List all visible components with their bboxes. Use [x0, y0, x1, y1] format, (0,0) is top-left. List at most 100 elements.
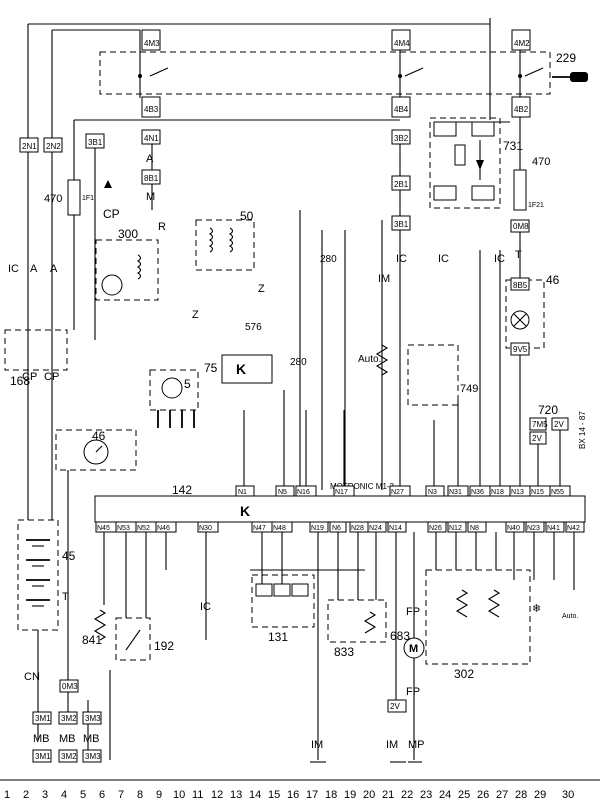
fuse-1F1: 1F1	[82, 195, 94, 202]
component-683: 683	[390, 629, 410, 643]
label-Z-1: Z	[192, 309, 199, 321]
pin-N41: N41	[547, 525, 560, 532]
component-731: 731	[503, 139, 523, 153]
label-CP-left: CP	[22, 371, 37, 383]
pin-N23: N23	[527, 525, 540, 532]
pin-N26: N26	[429, 525, 442, 532]
conn-4M3: 4M3	[144, 39, 160, 48]
pin-N1: N1	[238, 489, 247, 496]
scale-15: 15	[268, 789, 280, 801]
scale-1: 1	[4, 789, 10, 801]
label-576: 280	[320, 254, 337, 265]
pin-N46: N46	[157, 525, 170, 532]
pin-N14: N14	[389, 525, 402, 532]
component-720: 720	[538, 403, 558, 417]
component-142: 142	[172, 483, 192, 497]
pin-N13: N13	[511, 489, 524, 496]
component-302: 302	[454, 667, 474, 681]
ground-MB-1: MB	[33, 733, 50, 745]
fuse-label-470: 470	[532, 156, 550, 168]
label-334: 280	[290, 357, 307, 368]
scale-2: 2	[23, 789, 29, 801]
ground-MP: MP	[408, 739, 425, 751]
label-280: Auto.	[358, 354, 381, 365]
key-icon	[552, 72, 588, 82]
conn-3B1: 3B1	[88, 138, 103, 147]
scale-7: 7	[118, 789, 124, 801]
scale-23: 23	[420, 789, 432, 801]
component-131: 131	[268, 630, 288, 644]
label-auto: Auto.	[562, 613, 578, 620]
top-connectors: 4M3 4M4 4M2 4B3 4B4 4B2 4N1 3B2 3B1 8B1 …	[19, 29, 531, 231]
label-CN: CN	[24, 671, 40, 683]
conn-4B2: 4B2	[514, 105, 529, 114]
scale-6: 6	[99, 789, 105, 801]
bottom-grounds: 0M3 3M1 3M2 3M3 MB MB MB 3M1 3M2 3M3 2V …	[32, 670, 425, 763]
scale-28: 28	[515, 789, 527, 801]
scale-24: 24	[439, 789, 451, 801]
pin-N30: N30	[199, 525, 212, 532]
pin-N40: N40	[507, 525, 520, 532]
pin-N5: N5	[278, 489, 287, 496]
pin-N47: N47	[253, 525, 266, 532]
label-T-r: T	[515, 249, 522, 261]
ecu-letter: K	[240, 503, 250, 519]
pin-N3: N3	[428, 489, 437, 496]
conn-8B1: 8B1	[144, 174, 159, 183]
scale-16: 16	[287, 789, 299, 801]
label-M: M	[146, 191, 155, 203]
conn-0M3: 0M3	[62, 682, 78, 691]
scale-18: 18	[325, 789, 337, 801]
module-75-letter: K	[236, 361, 246, 377]
fuse-label-470-left: 470	[44, 193, 62, 205]
injectors-block: 749 280 280 Auto.	[290, 210, 478, 490]
label-A-1: A	[30, 263, 38, 275]
scale-14: 14	[249, 789, 261, 801]
conn-3M2: 3M2	[61, 714, 77, 723]
pin-N45: N45	[97, 525, 110, 532]
scale-26: 26	[477, 789, 489, 801]
scale-4: 4	[61, 789, 67, 801]
ignition-switch-229: 229	[99, 30, 588, 98]
scale-30: 30	[562, 789, 574, 801]
conn-4B4: 4B4	[394, 105, 409, 114]
scale-8: 8	[137, 789, 143, 801]
scale-10: 10	[173, 789, 185, 801]
scale-3: 3	[42, 789, 48, 801]
label-A-3: A	[146, 153, 154, 165]
ground-3M1: 3M1	[35, 752, 51, 761]
pin-N27: N27	[391, 489, 404, 496]
fuse-470-right: 470 1F21 0M8	[510, 156, 550, 233]
label-IC-mid: IC	[396, 253, 407, 265]
scale-17: 17	[306, 789, 318, 801]
pin-N18: N18	[491, 489, 504, 496]
distributor-5: 5	[149, 369, 199, 428]
pin-N12: N12	[449, 525, 462, 532]
scale-27: 27	[496, 789, 508, 801]
component-841: 841	[82, 633, 102, 647]
component-302-group: 302 ❄ Auto.	[425, 532, 578, 681]
battery-45: 45 CN CP CP	[17, 330, 76, 740]
conn-3M3: 3M3	[85, 714, 101, 723]
component-168: 168	[10, 374, 30, 388]
pin-N16: N16	[297, 489, 310, 496]
conn-7M5: 2V	[390, 702, 400, 711]
ecu-top-pins: N1 N5 N16 N17 N27 N3 N31 N36 N18 N13 N15…	[235, 485, 571, 497]
pin-N36: N36	[471, 489, 484, 496]
pin-N42: N42	[567, 525, 580, 532]
label-285: 576	[245, 322, 262, 333]
scale-22: 22	[401, 789, 413, 801]
pin-N53: N53	[117, 525, 130, 532]
conn-8B5: 8B5	[513, 281, 528, 290]
label-T: T	[62, 591, 69, 603]
pin-N31: N31	[449, 489, 462, 496]
scale-5: 5	[80, 789, 86, 801]
ignition-coil-50: 50	[195, 209, 255, 271]
scale-19: 19	[344, 789, 356, 801]
snow-icon: ❄	[532, 603, 541, 615]
label-R: R	[158, 221, 166, 233]
ground-3M3: 3M3	[85, 752, 101, 761]
conn-3B2: 3B2	[394, 134, 409, 143]
component-720-group: 7M5 2V 2V 720 BX 14 - 87	[529, 403, 587, 449]
